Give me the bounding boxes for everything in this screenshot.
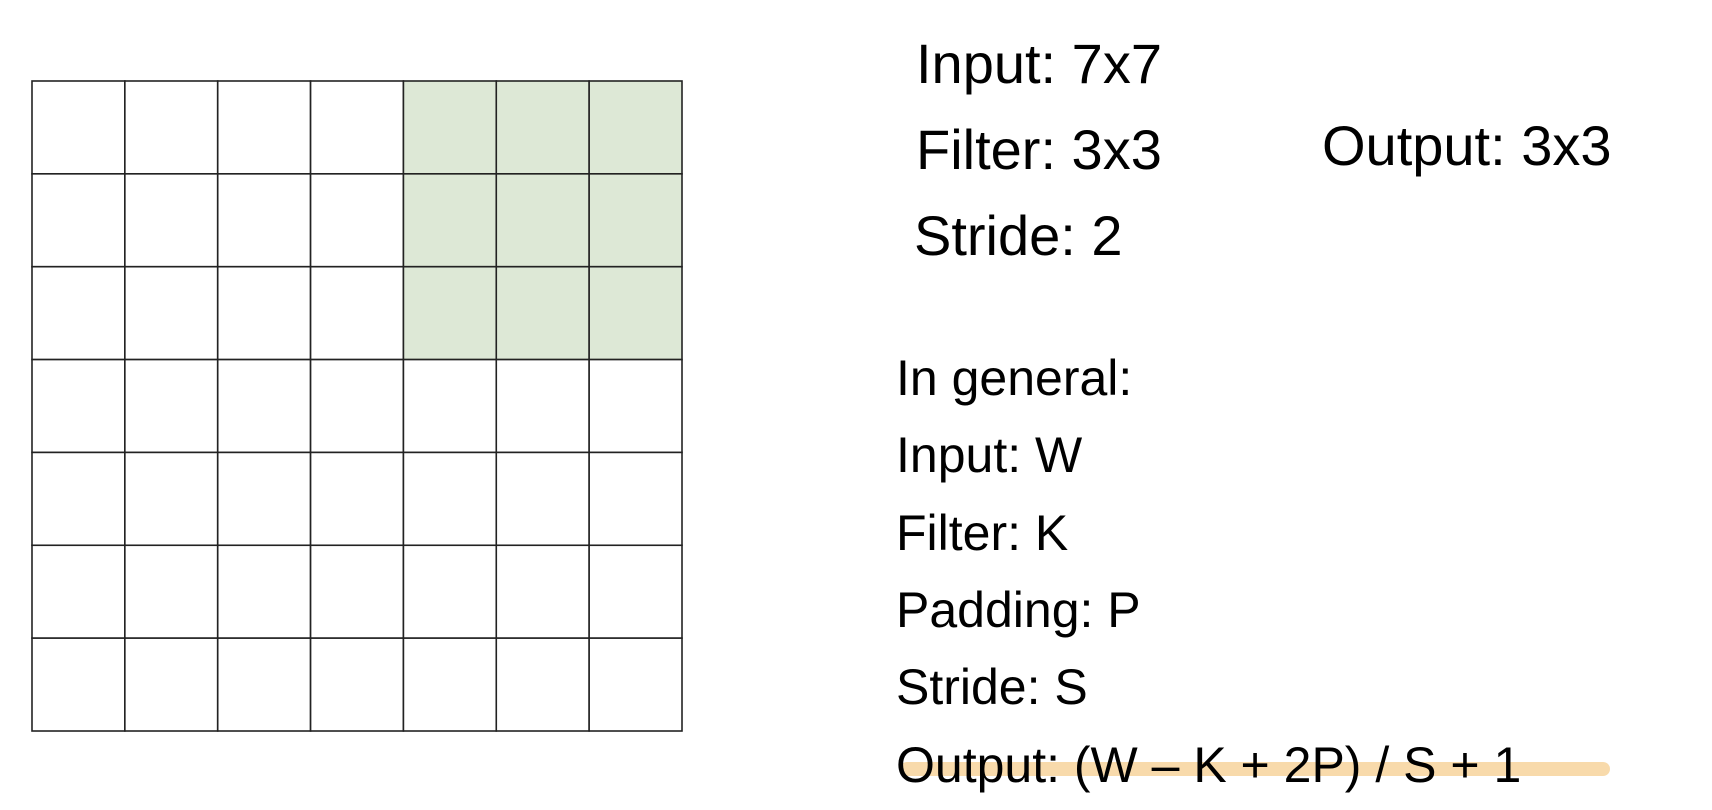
grid-cell bbox=[309, 358, 405, 454]
grid-cell bbox=[31, 265, 126, 361]
grid-cell bbox=[31, 451, 126, 547]
grid-cell bbox=[495, 358, 590, 454]
grid-cell bbox=[124, 80, 219, 175]
grid-cell bbox=[216, 544, 312, 639]
grid-cell bbox=[216, 265, 312, 361]
general-filter-label: Filter: K bbox=[896, 505, 1069, 561]
general-input-label: Input: W bbox=[896, 427, 1083, 483]
example-output-label: Output: 3x3 bbox=[1322, 114, 1612, 177]
general-output-formula: Output: (W – K + 2P) / S + 1 bbox=[896, 737, 1522, 793]
grid-cell-highlighted bbox=[402, 265, 498, 361]
example-stride-label: Stride: 2 bbox=[914, 204, 1123, 267]
grid-cell-highlighted bbox=[588, 80, 683, 175]
grid-cell bbox=[31, 173, 126, 268]
example-filter-label: Filter: 3x3 bbox=[916, 118, 1162, 181]
grid-cell bbox=[402, 358, 498, 454]
grid-cell bbox=[124, 544, 219, 639]
grid-cell bbox=[31, 637, 126, 732]
grid-cell bbox=[124, 358, 219, 454]
general-padding-label: Padding: P bbox=[896, 582, 1141, 638]
grid-cell bbox=[402, 451, 498, 547]
grid-cell bbox=[124, 265, 219, 361]
grid-cell bbox=[402, 544, 498, 639]
grid-cell bbox=[31, 80, 126, 175]
grid-cell-highlighted bbox=[495, 80, 590, 175]
grid-cell bbox=[495, 637, 590, 732]
grid-cell bbox=[124, 637, 219, 732]
general-heading: In general: bbox=[896, 350, 1133, 406]
formula-highlight bbox=[900, 762, 1610, 776]
grid-cell bbox=[588, 451, 683, 547]
grid-cell bbox=[309, 637, 405, 732]
grid-cell bbox=[588, 358, 683, 454]
grid-cell bbox=[216, 637, 312, 732]
grid-cell bbox=[124, 173, 219, 268]
grid-cell bbox=[309, 173, 405, 268]
grid-cell bbox=[495, 544, 590, 639]
grid-cell-highlighted bbox=[495, 173, 590, 268]
grid-cell bbox=[216, 80, 312, 175]
example-input-label: Input: 7x7 bbox=[916, 32, 1162, 95]
grid-cell bbox=[402, 637, 498, 732]
grid-cell bbox=[309, 80, 405, 175]
grid-cell-highlighted bbox=[588, 173, 683, 268]
grid-cell bbox=[216, 358, 312, 454]
grid-cell bbox=[495, 451, 590, 547]
grid-cell-highlighted bbox=[402, 173, 498, 268]
grid-cell bbox=[588, 637, 683, 732]
grid-cell bbox=[216, 173, 312, 268]
grid-cell bbox=[31, 544, 126, 639]
general-stride-label: Stride: S bbox=[896, 659, 1088, 715]
input-grid bbox=[31, 80, 683, 732]
grid-cell-highlighted bbox=[402, 80, 498, 175]
grid-cell bbox=[124, 451, 219, 547]
grid-cell bbox=[309, 451, 405, 547]
grid-cell bbox=[216, 451, 312, 547]
grid-cell bbox=[588, 544, 683, 639]
grid-cell-highlighted bbox=[495, 265, 590, 361]
grid-cell-highlighted bbox=[588, 265, 683, 361]
grid-cell bbox=[309, 265, 405, 361]
grid-cell bbox=[309, 544, 405, 639]
grid-cell bbox=[31, 358, 126, 454]
